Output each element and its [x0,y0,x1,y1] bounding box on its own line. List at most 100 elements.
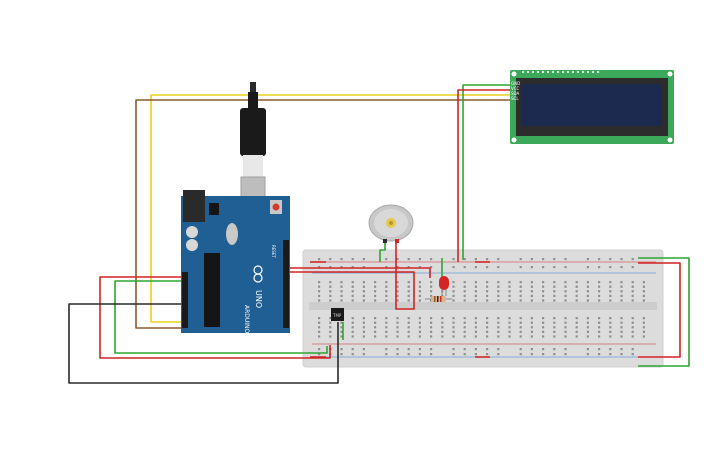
breadboard-hole[interactable] [519,290,522,293]
breadboard-hole[interactable] [396,281,399,284]
wire-sda[interactable] [150,94,510,323]
breadboard-hole[interactable] [430,258,433,261]
wire-lcd-gnd[interactable] [462,84,510,260]
breadboard-hole[interactable] [564,281,567,284]
breadboard-hole[interactable] [318,326,321,329]
breadboard-hole[interactable] [418,258,421,261]
breadboard-hole[interactable] [519,330,522,333]
breadboard-hole[interactable] [407,266,410,269]
breadboard-hole[interactable] [530,285,533,288]
breadboard-hole[interactable] [508,290,511,293]
breadboard-hole[interactable] [362,299,365,302]
breadboard-hole[interactable] [351,266,354,269]
breadboard-hole[interactable] [519,285,522,288]
breadboard-hole[interactable] [396,335,399,338]
breadboard-hole[interactable] [318,348,321,351]
breadboard-hole[interactable] [463,285,466,288]
breadboard-hole[interactable] [586,321,589,324]
breadboard-hole[interactable] [474,353,477,356]
breadboard-hole[interactable] [463,317,466,320]
breadboard-hole[interactable] [396,317,399,320]
breadboard-hole[interactable] [396,294,399,297]
breadboard-hole[interactable] [351,353,354,356]
breadboard-hole[interactable] [418,326,421,329]
breadboard-hole[interactable] [318,335,321,338]
breadboard-hole[interactable] [407,258,410,261]
breadboard-hole[interactable] [553,258,556,261]
breadboard-hole[interactable] [329,294,332,297]
breadboard-hole[interactable] [564,348,567,351]
breadboard-hole[interactable] [530,317,533,320]
breadboard-hole[interactable] [396,258,399,261]
breadboard-hole[interactable] [497,317,500,320]
breadboard-hole[interactable] [418,285,421,288]
breadboard-hole[interactable] [474,281,477,284]
breadboard-hole[interactable] [564,317,567,320]
breadboard-hole[interactable] [598,348,601,351]
breadboard-hole[interactable] [385,294,388,297]
breadboard-hole[interactable] [519,335,522,338]
breadboard-hole[interactable] [452,321,455,324]
breadboard-hole[interactable] [530,326,533,329]
breadboard-hole[interactable] [385,335,388,338]
breadboard-hole[interactable] [463,335,466,338]
breadboard-hole[interactable] [463,294,466,297]
wire-scl[interactable] [135,99,510,329]
breadboard-hole[interactable] [609,348,612,351]
breadboard-hole[interactable] [609,321,612,324]
breadboard-hole[interactable] [418,299,421,302]
breadboard-hole[interactable] [362,285,365,288]
breadboard-hole[interactable] [374,299,377,302]
breadboard-hole[interactable] [418,335,421,338]
breadboard-hole[interactable] [553,330,556,333]
breadboard-hole[interactable] [620,317,623,320]
breadboard-hole[interactable] [530,299,533,302]
breadboard-hole[interactable] [586,326,589,329]
breadboard-hole[interactable] [542,290,545,293]
breadboard-hole[interactable] [508,330,511,333]
breadboard-hole[interactable] [340,321,343,324]
breadboard-hole[interactable] [351,290,354,293]
breadboard-hole[interactable] [598,330,601,333]
breadboard-hole[interactable] [631,290,634,293]
breadboard-hole[interactable] [318,353,321,356]
breadboard-hole[interactable] [575,290,578,293]
breadboard-hole[interactable] [631,330,634,333]
breadboard-hole[interactable] [564,335,567,338]
breadboard-hole[interactable] [407,330,410,333]
breadboard-hole[interactable] [553,353,556,356]
breadboard-hole[interactable] [542,294,545,297]
breadboard-hole[interactable] [474,285,477,288]
breadboard-hole[interactable] [620,281,623,284]
breadboard-hole[interactable] [553,266,556,269]
breadboard-hole[interactable] [553,299,556,302]
breadboard-hole[interactable] [329,321,332,324]
breadboard-hole[interactable] [631,285,634,288]
breadboard-hole[interactable] [374,335,377,338]
breadboard-hole[interactable] [385,348,388,351]
breadboard-hole[interactable] [530,294,533,297]
breadboard-hole[interactable] [329,290,332,293]
breadboard-hole[interactable] [340,348,343,351]
wire-rail-red[interactable] [638,262,681,358]
breadboard-hole[interactable] [642,294,645,297]
breadboard-hole[interactable] [564,290,567,293]
breadboard-hole[interactable] [542,266,545,269]
breadboard-hole[interactable] [329,299,332,302]
breadboard-hole[interactable] [362,321,365,324]
breadboard-hole[interactable] [452,348,455,351]
breadboard-hole[interactable] [609,258,612,261]
wire-5v[interactable] [99,276,331,359]
breadboard-hole[interactable] [642,299,645,302]
breadboard-hole[interactable] [430,330,433,333]
breadboard-hole[interactable] [497,285,500,288]
breadboard-hole[interactable] [329,281,332,284]
breadboard-hole[interactable] [620,326,623,329]
breadboard-hole[interactable] [340,281,343,284]
breadboard-hole[interactable] [340,353,343,356]
wire-led-signal[interactable] [287,267,431,278]
breadboard-hole[interactable] [631,353,634,356]
breadboard-hole[interactable] [642,326,645,329]
breadboard-hole[interactable] [474,294,477,297]
breadboard-hole[interactable] [385,353,388,356]
